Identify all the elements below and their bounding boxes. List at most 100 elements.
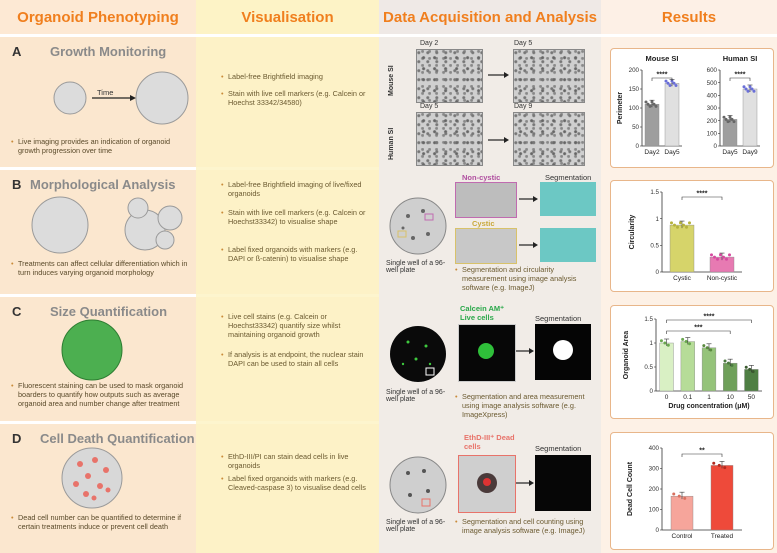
fluorescent-organoid-icon xyxy=(61,319,123,381)
label-day5-human: Day 5 xyxy=(420,103,439,110)
chart-area-point xyxy=(744,365,748,369)
well-c-icon xyxy=(390,326,446,382)
chart-area-xtick-label: 0.1 xyxy=(683,394,692,401)
chart-human-point xyxy=(750,87,754,91)
chart-circularity-point xyxy=(679,221,682,225)
chart-area-xtick-label: 1 xyxy=(707,394,711,401)
row-c-well-label: Single well of a 96-well plate xyxy=(386,389,446,403)
chart-area-ytick-label: 0.5 xyxy=(644,364,653,371)
chart-circularity-bar xyxy=(669,224,695,273)
chart-mouse-point xyxy=(646,102,650,106)
row-b-title: Morphological Analysis xyxy=(30,177,176,192)
row-d-vis-2: Label fixed organoids with markers (e.g.… xyxy=(221,474,373,492)
chart-human-point xyxy=(752,89,756,93)
chart-dead-bar xyxy=(710,465,734,531)
row-c-segmentation-label: Segmentation xyxy=(535,314,582,323)
chart-dead-point xyxy=(672,492,676,496)
chart-dead-ylabel: Dead Cell Count xyxy=(627,461,634,516)
row-a-vis-2: Stain with live cell markers (e.g. Calce… xyxy=(221,89,373,107)
segmentation-noncystic-image xyxy=(540,182,596,216)
row-c-letter: C xyxy=(12,304,22,319)
chart-circularity-point xyxy=(670,221,673,225)
label-day5-mouse: Day 5 xyxy=(514,40,533,47)
ethd-organoid-icon xyxy=(477,473,497,493)
chart-dead-ytick-label: 300 xyxy=(649,466,660,473)
chart-circularity-sig-label: **** xyxy=(697,191,708,198)
chart-human-point xyxy=(722,115,726,119)
chart-human-point xyxy=(726,120,730,124)
chart-mouse-point xyxy=(674,84,678,87)
chart-circularity-point xyxy=(716,257,719,261)
row-c-vis-2: If analysis is at endpoint, the nuclear … xyxy=(221,350,373,368)
chart-area-ytick-label: 1 xyxy=(650,340,654,347)
chart-mouse-point xyxy=(644,100,648,104)
chart-mouse-sig-label: **** xyxy=(657,72,668,79)
chart-area-point xyxy=(723,359,727,363)
row-b-segmentation-label: Segmentation xyxy=(545,173,592,182)
row-d-well-label: Single well of a 96-well plate xyxy=(386,519,446,533)
chart-mouse-point xyxy=(664,79,668,83)
arrow-icon-d xyxy=(516,480,534,486)
chart-area-point xyxy=(688,342,692,346)
chart-mouse-point xyxy=(672,81,676,85)
label-human-si: Human SI xyxy=(388,127,395,160)
header-visualisation: Visualisation xyxy=(241,8,334,26)
chart-mouse-xtick-label: Day2 xyxy=(644,149,660,156)
header-data-acquisition: Data Acquisition and Analysis xyxy=(383,8,597,26)
well-b-icon xyxy=(389,197,447,255)
header-organoid-phenotyping: Organoid Phenotyping xyxy=(17,8,179,26)
chart-dead-ytick-label: 400 xyxy=(649,445,660,452)
chart-area-point xyxy=(663,341,667,345)
row-b-vis-2: Stain with live cell markers (e.g. Calce… xyxy=(221,208,368,226)
chart-mouse-ytick-label: 100 xyxy=(629,105,640,112)
chart-circularity-point xyxy=(722,255,725,259)
human-day9-image xyxy=(513,112,585,166)
chart-area-point xyxy=(705,346,709,350)
chart-area-sig-bracket xyxy=(666,330,731,334)
chart-dead-ytick-label: 200 xyxy=(649,486,660,493)
chart-human-title: Human SI xyxy=(723,54,758,63)
mouse-day5-image xyxy=(513,49,585,103)
chart-circularity-ytick-label: 0 xyxy=(656,269,660,276)
chart-dead-point xyxy=(712,461,716,465)
chart-circularity-xtick-label: Cystic xyxy=(673,275,691,282)
chart-dead-bar xyxy=(670,495,694,531)
chart-human-point xyxy=(728,115,732,119)
chart-area-point xyxy=(684,340,688,344)
chart-dead-point xyxy=(723,466,727,470)
chart-circularity-ytick-label: 1 xyxy=(656,216,660,223)
chart-mouse-ytick-label: 0 xyxy=(636,143,640,150)
chart-area-sig-label: *** xyxy=(694,325,702,332)
chart-mouse-ytick-label: 200 xyxy=(629,67,640,74)
human-day5-image xyxy=(416,112,483,166)
chart-circularity-ytick-label: 0.5 xyxy=(650,243,659,250)
mouse-day2-image xyxy=(416,49,483,103)
chart-mouse-point xyxy=(670,79,674,83)
chart-human-point xyxy=(746,89,750,93)
well-d-icon xyxy=(389,456,447,514)
chart-human-xtick-label: Day5 xyxy=(722,149,738,156)
chart-area-ytick-label: 0 xyxy=(650,388,654,395)
row-b-vis-3: Label fixed organoids with markers (e.g.… xyxy=(221,245,368,263)
chart-mouse-title: Mouse SI xyxy=(646,54,679,63)
ethd-label: EthD-III⁺ Dead cells xyxy=(464,433,515,451)
chart-human-sig-bracket xyxy=(729,77,751,81)
chart-area-point xyxy=(748,367,752,371)
chart-area-bar xyxy=(701,347,717,392)
row-b-description: Treatments can affect cellular different… xyxy=(11,259,188,277)
calcein-organoid-icon xyxy=(478,343,494,359)
chart-human-sig-label: **** xyxy=(735,72,746,79)
chart-area-sig-bracket xyxy=(666,319,752,323)
chart-area-point xyxy=(709,348,713,352)
chart-human-point xyxy=(748,85,752,89)
chart-area-ytick-label: 1.5 xyxy=(644,316,653,323)
chart-area-xlabel: Drug concentration (μM) xyxy=(668,403,749,410)
row-a-description: Live imaging provides an indication of o… xyxy=(11,137,190,155)
chart-area-xtick-label: 50 xyxy=(748,394,756,401)
chart-human-point xyxy=(724,117,728,121)
chart-dead-ytick-label: 0 xyxy=(656,527,660,534)
growth-organoids-icon xyxy=(53,71,189,125)
